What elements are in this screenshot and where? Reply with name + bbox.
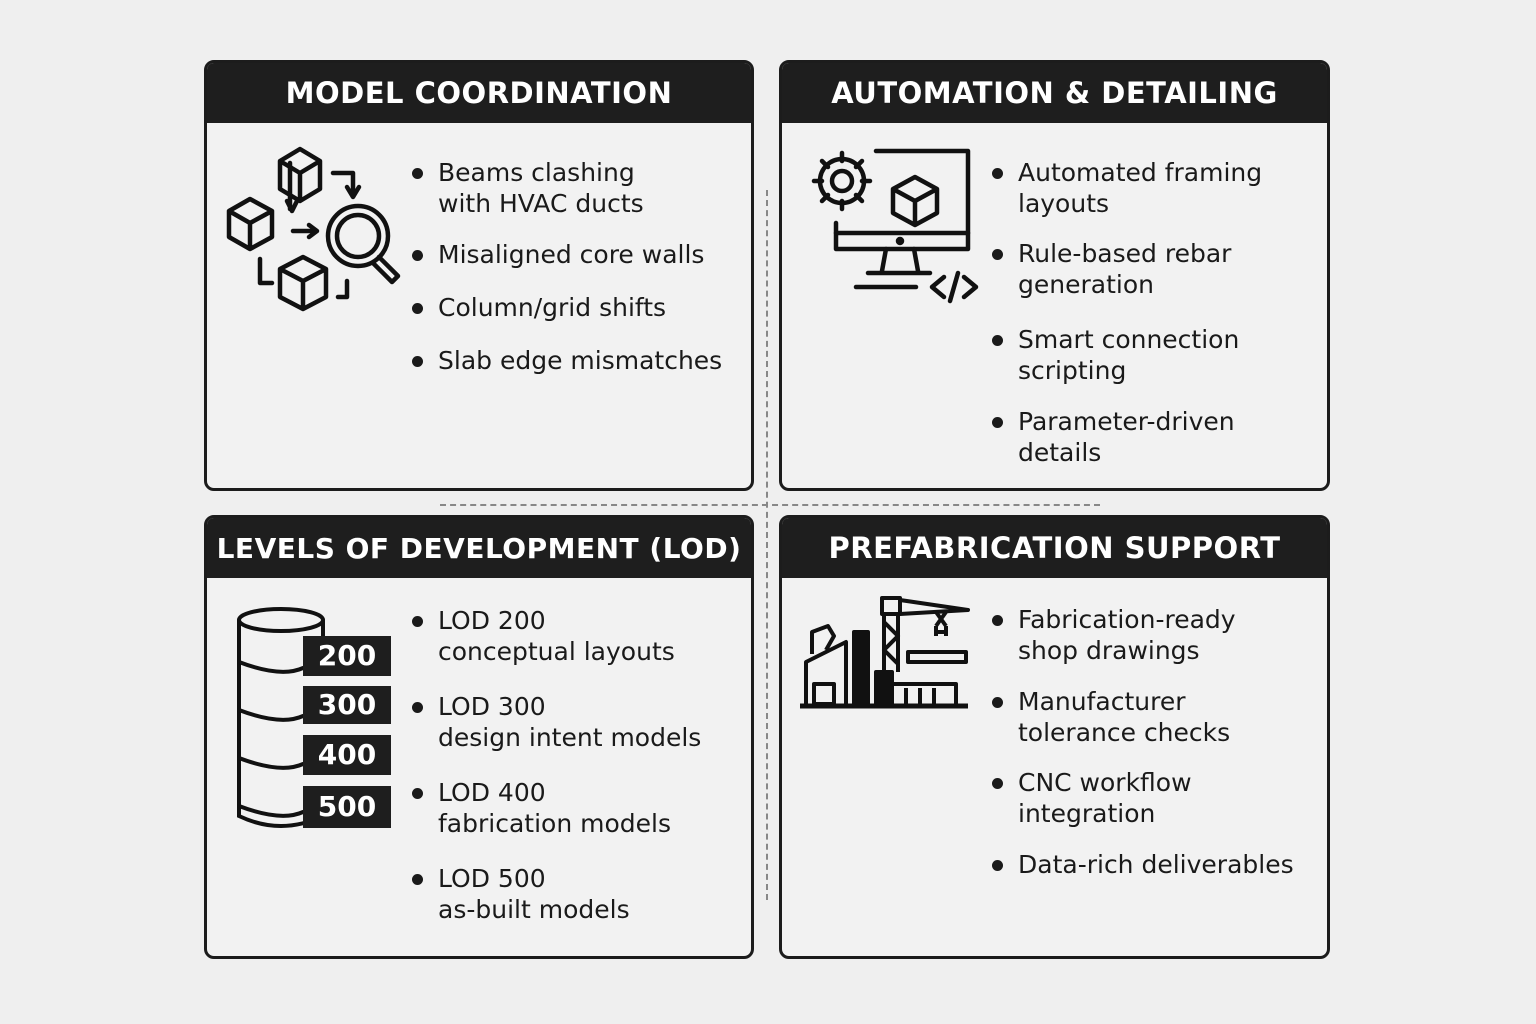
item-text: Automated framing [1018, 158, 1263, 187]
item-text: LOD 400 [438, 778, 546, 807]
item-text: CNC workflow [1018, 768, 1192, 797]
panel-automation-detailing: AUTOMATION & DETAILING Automated framing… [779, 60, 1330, 491]
panel-title: AUTOMATION & DETAILING [782, 63, 1327, 123]
item-text: Slab edge mismatches [438, 346, 723, 375]
item-text: Rule-based rebar [1018, 239, 1232, 268]
list-item: Misaligned core walls [412, 239, 722, 270]
list-item: Slab edge mismatches [412, 345, 722, 376]
lod-badge-300: 300 [303, 686, 391, 724]
item-text: generation [1018, 270, 1154, 299]
factory-crane-icon [800, 596, 970, 709]
list-item: Column/grid shifts [412, 292, 722, 323]
item-text: Beams clashing [438, 158, 635, 187]
item-text: Data-rich deliverables [1018, 850, 1294, 879]
lod-badge-200: 200 [303, 636, 391, 676]
item-text: Fabrication-ready [1018, 605, 1236, 634]
item-text: Smart connection [1018, 325, 1240, 354]
item-text: Parameter-driven [1018, 407, 1235, 436]
item-text: as-built models [438, 895, 630, 924]
gear-monitor-code-icon [811, 148, 979, 304]
item-text: integration [1018, 799, 1156, 828]
vertical-divider [766, 190, 768, 900]
item-text: with HVAC ducts [438, 189, 644, 218]
item-text: LOD 500 [438, 864, 546, 893]
item-text: design intent models [438, 723, 702, 752]
cubes-magnifier-icon [226, 146, 401, 312]
lod-badge-500: 500 [303, 786, 391, 828]
item-text: tolerance checks [1018, 718, 1231, 747]
panel-title: LEVELS OF DEVELOPMENT (LOD) [207, 518, 751, 578]
horizontal-divider [440, 504, 1100, 506]
panel-title: MODEL COORDINATION [207, 63, 751, 123]
item-text: layouts [1018, 189, 1110, 218]
list-item: Data-rich deliverables [992, 849, 1294, 880]
item-text: Column/grid shifts [438, 293, 667, 322]
item-text: shop drawings [1018, 636, 1200, 665]
item-text: Manufacturer [1018, 687, 1186, 716]
panel-lod: LEVELS OF DEVELOPMENT (LOD) 200 300 400 … [204, 515, 754, 959]
panel-prefabrication: PREFABRICATION SUPPORT Fabrication-ready… [779, 515, 1330, 959]
item-text: Misaligned core walls [438, 240, 705, 269]
item-text: conceptual layouts [438, 637, 675, 666]
item-text: fabrication models [438, 809, 671, 838]
item-text: details [1018, 438, 1102, 467]
panel-title: PREFABRICATION SUPPORT [782, 518, 1327, 578]
item-text: scripting [1018, 356, 1127, 385]
item-text: LOD 200 [438, 606, 546, 635]
lod-badge-400: 400 [303, 735, 391, 775]
item-text: LOD 300 [438, 692, 546, 721]
